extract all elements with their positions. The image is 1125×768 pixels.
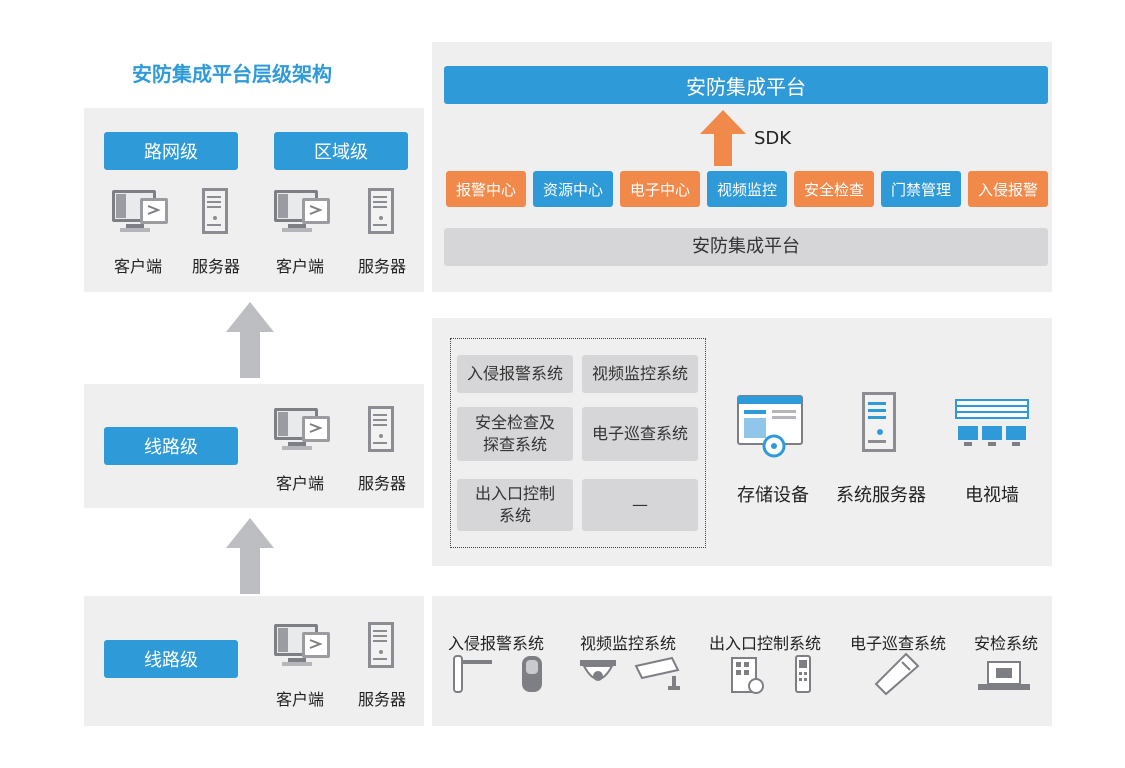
device-label: 服务器 [357,474,406,493]
storage-device-icon [736,394,808,462]
security-scanner-icon [976,658,1032,694]
server-icon [366,622,398,670]
client-icon [272,188,336,236]
bullet-camera-icon [634,656,684,694]
sdk-label: SDK [754,128,792,149]
subsystem-label: 入侵报警系统 [447,634,544,653]
subsystem-label: 安检系统 [973,634,1038,653]
turnstile-icon [450,654,496,694]
system-security-inspection: 安全检查及 探查系统 [457,407,573,461]
patrol-wand-icon [872,652,922,696]
subsystem-label: 电子巡查系统 [849,634,946,653]
device-label: 客户端 [113,257,162,276]
device-label: 服务器 [357,690,406,709]
client-icon [272,406,336,454]
card-reader-icon [794,654,814,694]
region-level: 区域级 [274,132,408,170]
client-icon [110,188,174,236]
system-security-line2: 探查系统 [482,435,547,454]
platform-top-bar: 安防集成平台 [444,66,1048,104]
module-security-check: 安全检查 [794,171,874,207]
device-label: 客户端 [275,690,324,709]
device-label: 服务器 [357,257,406,276]
module-alarm-center: 报警中心 [446,171,526,207]
system-security-line1: 安全检查及 [474,413,555,432]
client-icon [272,622,336,670]
module-video-monitoring: 视频监控 [707,171,787,207]
device-label: 客户端 [275,474,324,493]
module-electronic-center: 电子中心 [620,171,700,207]
intrusion-sensor-icon [520,654,546,694]
device-label: 客户端 [275,257,324,276]
device-label-storage: 存储设备 [737,485,809,506]
subsystem-label: 出入口控制系统 [708,634,821,653]
device-label-tv-wall: 电视墙 [965,485,1019,506]
system-empty: — [582,479,698,531]
platform-bottom-bar: 安防集成平台 [444,228,1048,266]
up-arrow [226,302,274,378]
server-icon [200,188,232,236]
server-icon [366,188,398,236]
up-arrow [226,518,274,594]
module-intrusion-alarm: 入侵报警 [968,171,1048,207]
system-electronic-patrol: 电子巡查系统 [582,407,698,461]
module-resource-center: 资源中心 [533,171,613,207]
system-access-line2: 系统 [498,506,531,525]
server-icon [366,406,398,454]
device-label-system-server: 系统服务器 [836,485,926,506]
system-access-control: 出入口控制 系统 [457,479,573,531]
tv-wall-icon [954,398,1032,450]
subsystem-label: 视频监控系统 [579,634,676,653]
sdk-up-arrow [700,110,746,166]
device-label: 服务器 [191,257,240,276]
system-server-icon [860,392,900,454]
system-access-line1: 出入口控制 [474,484,555,503]
road-network-level: 路网级 [104,132,238,170]
system-video-monitoring: 视频监控系统 [582,355,698,393]
line-level: 线路级 [104,427,238,465]
diagram-title: 安防集成平台层级架构 [132,62,332,86]
dome-camera-icon [578,658,618,692]
module-access-control: 门禁管理 [881,171,961,207]
access-panel-icon [730,656,766,696]
system-intrusion-alarm: 入侵报警系统 [457,355,573,393]
subsystem-dotted-frame [450,338,706,548]
line-level: 线路级 [104,640,238,678]
